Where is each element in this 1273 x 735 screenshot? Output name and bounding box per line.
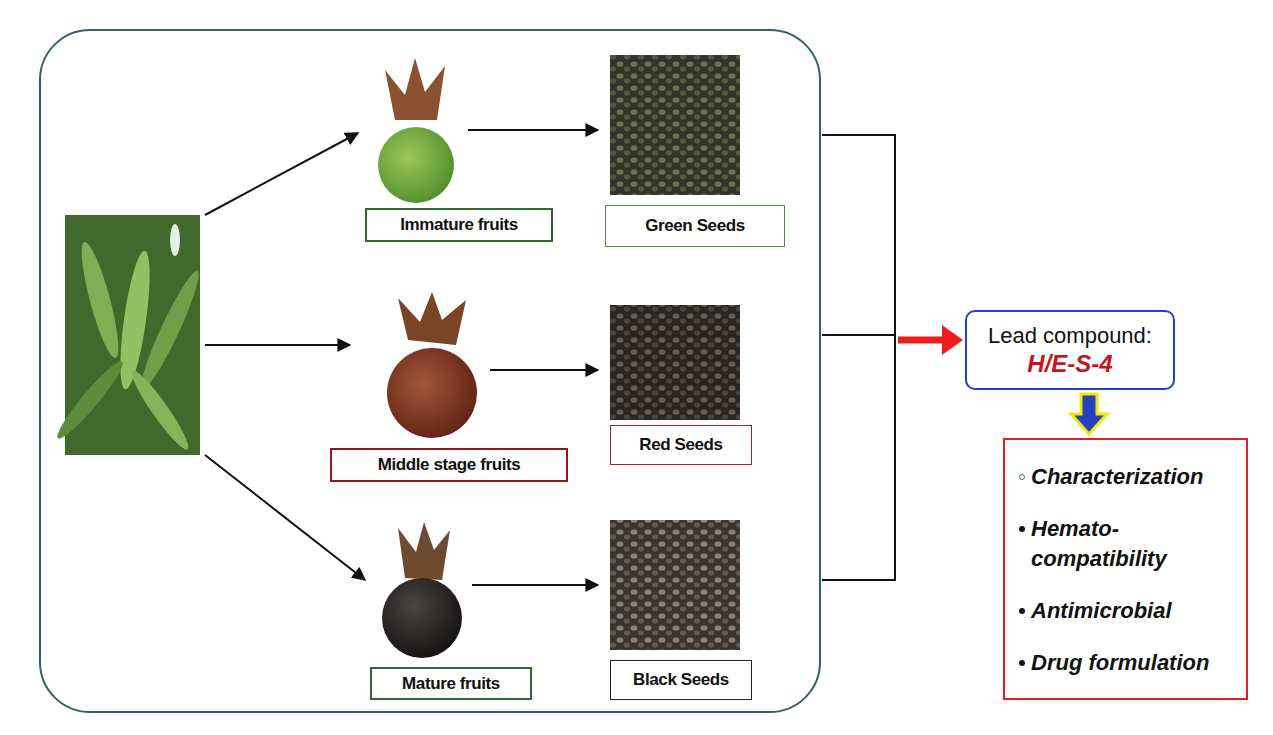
immature-fruit [378, 127, 454, 203]
leaf [134, 267, 205, 392]
list-item: Hemato- compatibility [1019, 514, 1236, 574]
bullet-dot [1019, 660, 1025, 666]
arrow [472, 584, 598, 586]
bullet-dot [1019, 608, 1025, 614]
compound-name: H/E-S-4 [1027, 349, 1112, 378]
seed-label: Green Seeds [605, 205, 785, 247]
box-label: Red Seeds [639, 435, 722, 455]
box-label: Mature fruits [402, 674, 500, 694]
leaf [126, 366, 194, 454]
box-label: Immature fruits [400, 215, 518, 235]
black-seeds-photo [610, 520, 740, 650]
fruit-calyx [385, 58, 445, 120]
fruit-calyx [398, 522, 450, 580]
property-text: Hemato- compatibility [1031, 514, 1236, 574]
arrow [205, 133, 358, 215]
leaf [75, 239, 125, 360]
property-text: Characterization [1031, 462, 1203, 492]
red-seeds-photo [610, 305, 740, 420]
outer-frame [40, 30, 820, 712]
stage-label: Middle stage fruits [330, 448, 568, 482]
box-label: Black Seeds [633, 670, 729, 690]
green-seeds-photo [610, 55, 740, 195]
box-label: Middle stage fruits [378, 455, 521, 475]
leaf [52, 357, 129, 444]
stage-label: Mature fruits [370, 667, 532, 700]
block-arrow [1071, 394, 1107, 434]
list-item: Antimicrobial [1019, 596, 1236, 626]
bracket [822, 135, 895, 580]
stage-label: Immature fruits [365, 208, 553, 242]
plant-photo [65, 215, 200, 455]
property-text: Drug formulation [1031, 648, 1209, 678]
property-text: Antimicrobial [1031, 596, 1172, 626]
arrow [205, 344, 350, 346]
bullet-dot [1019, 474, 1025, 480]
bullet-dot [1019, 526, 1025, 532]
red-arrow-head [942, 325, 963, 355]
list-item: Characterization [1019, 462, 1236, 492]
flower-spike [170, 224, 180, 256]
red-arrow [898, 337, 946, 344]
list-item: Drug formulation [1019, 648, 1236, 678]
arrow [490, 369, 598, 371]
box-heading: Lead compound: [988, 322, 1152, 349]
arrow [468, 129, 598, 131]
seed-label: Red Seeds [610, 425, 752, 465]
seed-label: Black Seeds [610, 660, 752, 700]
middle-stage-fruit [387, 348, 477, 438]
property-list-box: CharacterizationHemato- compatibilityAnt… [1003, 438, 1248, 700]
mature-fruit [382, 578, 462, 658]
box-label: Green Seeds [645, 216, 745, 236]
fruit-calyx [398, 292, 466, 345]
lead-compound-box: Lead compound:H/E-S-4 [965, 310, 1175, 390]
